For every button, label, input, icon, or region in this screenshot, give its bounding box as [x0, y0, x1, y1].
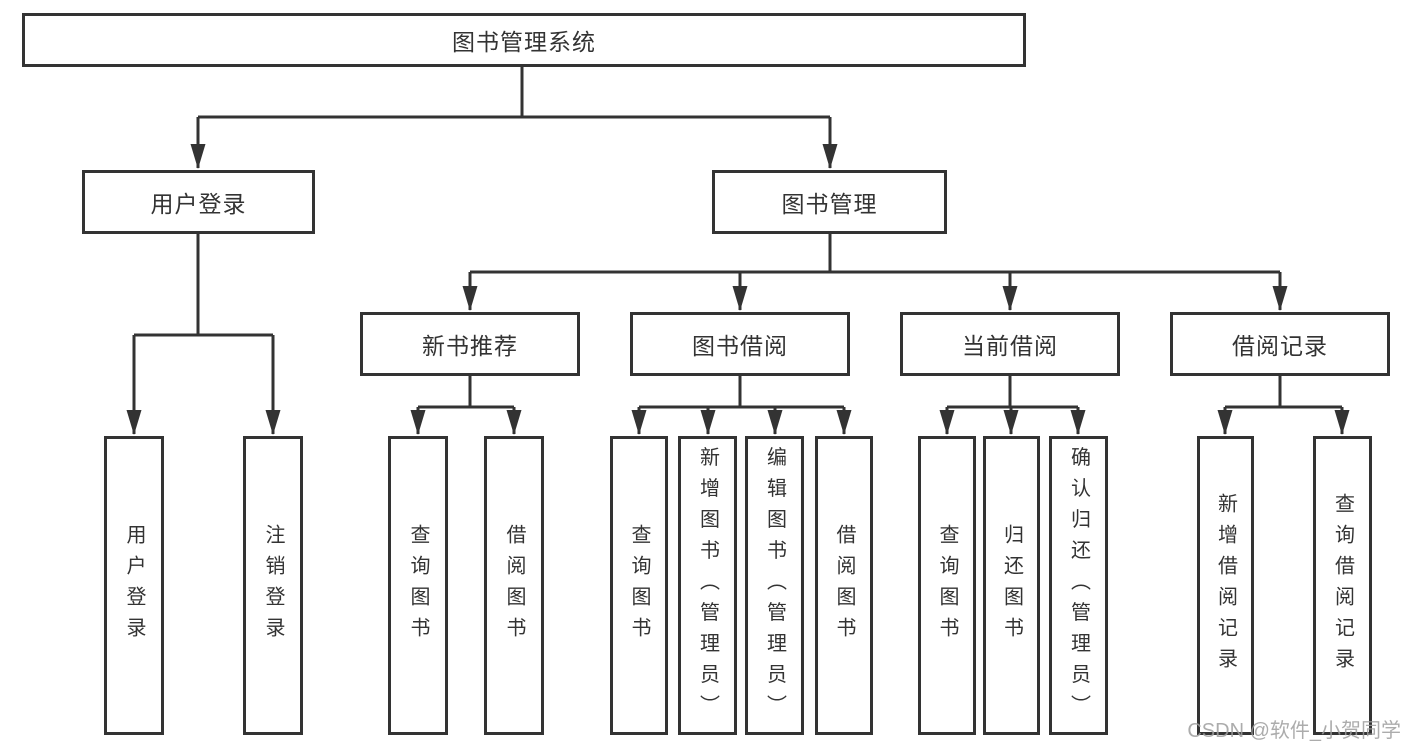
node-leaf-borrow-book-recommend: 借阅图书: [484, 436, 544, 735]
node-system-root: 图书管理系统: [22, 13, 1026, 67]
node-label: 图书管理: [781, 191, 878, 217]
node-label: 借阅图书: [503, 523, 525, 648]
node-current-borrowing: 当前借阅: [900, 312, 1120, 376]
node-label: 查询图书: [936, 523, 958, 648]
node-leaf-add-borrow-record: 新增借阅记录: [1197, 436, 1254, 735]
node-label: 确认归还（管理员）: [1067, 446, 1090, 725]
node-label: 注销登录: [262, 523, 284, 648]
node-label: 图书借阅: [692, 333, 788, 359]
node-new-book-recommend: 新书推荐: [360, 312, 580, 376]
node-label: 编辑图书（管理员）: [763, 446, 786, 725]
node-leaf-edit-book-admin: 编辑图书（管理员）: [745, 436, 804, 735]
csdn-watermark: CSDN @软件_小贺同学: [1187, 720, 1401, 742]
node-borrowing-records: 借阅记录: [1170, 312, 1390, 376]
node-book-borrowing: 图书借阅: [630, 312, 850, 376]
node-label: 当前借阅: [962, 333, 1058, 359]
node-label: 新书推荐: [422, 333, 518, 359]
node-leaf-user-login: 用户登录: [104, 436, 164, 735]
node-leaf-add-book-admin: 新增图书（管理员）: [678, 436, 737, 735]
node-label: 新增图书（管理员）: [696, 446, 719, 725]
node-label: 用户登录: [123, 523, 145, 648]
node-label: 图书管理系统: [452, 29, 596, 55]
node-leaf-query-borrow-record: 查询借阅记录: [1313, 436, 1372, 735]
node-label: 借阅图书: [833, 523, 855, 648]
node-label: 查询图书: [628, 523, 650, 648]
node-label: 新增借阅记录: [1214, 492, 1237, 679]
node-book-management-module: 图书管理: [712, 170, 947, 234]
node-label: 借阅记录: [1232, 333, 1328, 359]
node-leaf-borrow-book: 借阅图书: [815, 436, 873, 735]
node-leaf-logout: 注销登录: [243, 436, 303, 735]
node-leaf-query-book-borrowing: 查询图书: [610, 436, 668, 735]
node-label: 用户登录: [150, 191, 247, 217]
node-leaf-return-book: 归还图书: [983, 436, 1040, 735]
node-leaf-query-book-recommend: 查询图书: [388, 436, 448, 735]
node-label: 归还图书: [1000, 523, 1023, 648]
node-leaf-confirm-return-admin: 确认归还（管理员）: [1049, 436, 1108, 735]
node-leaf-query-book-current: 查询图书: [918, 436, 976, 735]
node-user-login-module: 用户登录: [82, 170, 315, 234]
node-label: 查询借阅记录: [1331, 492, 1354, 679]
node-label: 查询图书: [407, 523, 429, 648]
